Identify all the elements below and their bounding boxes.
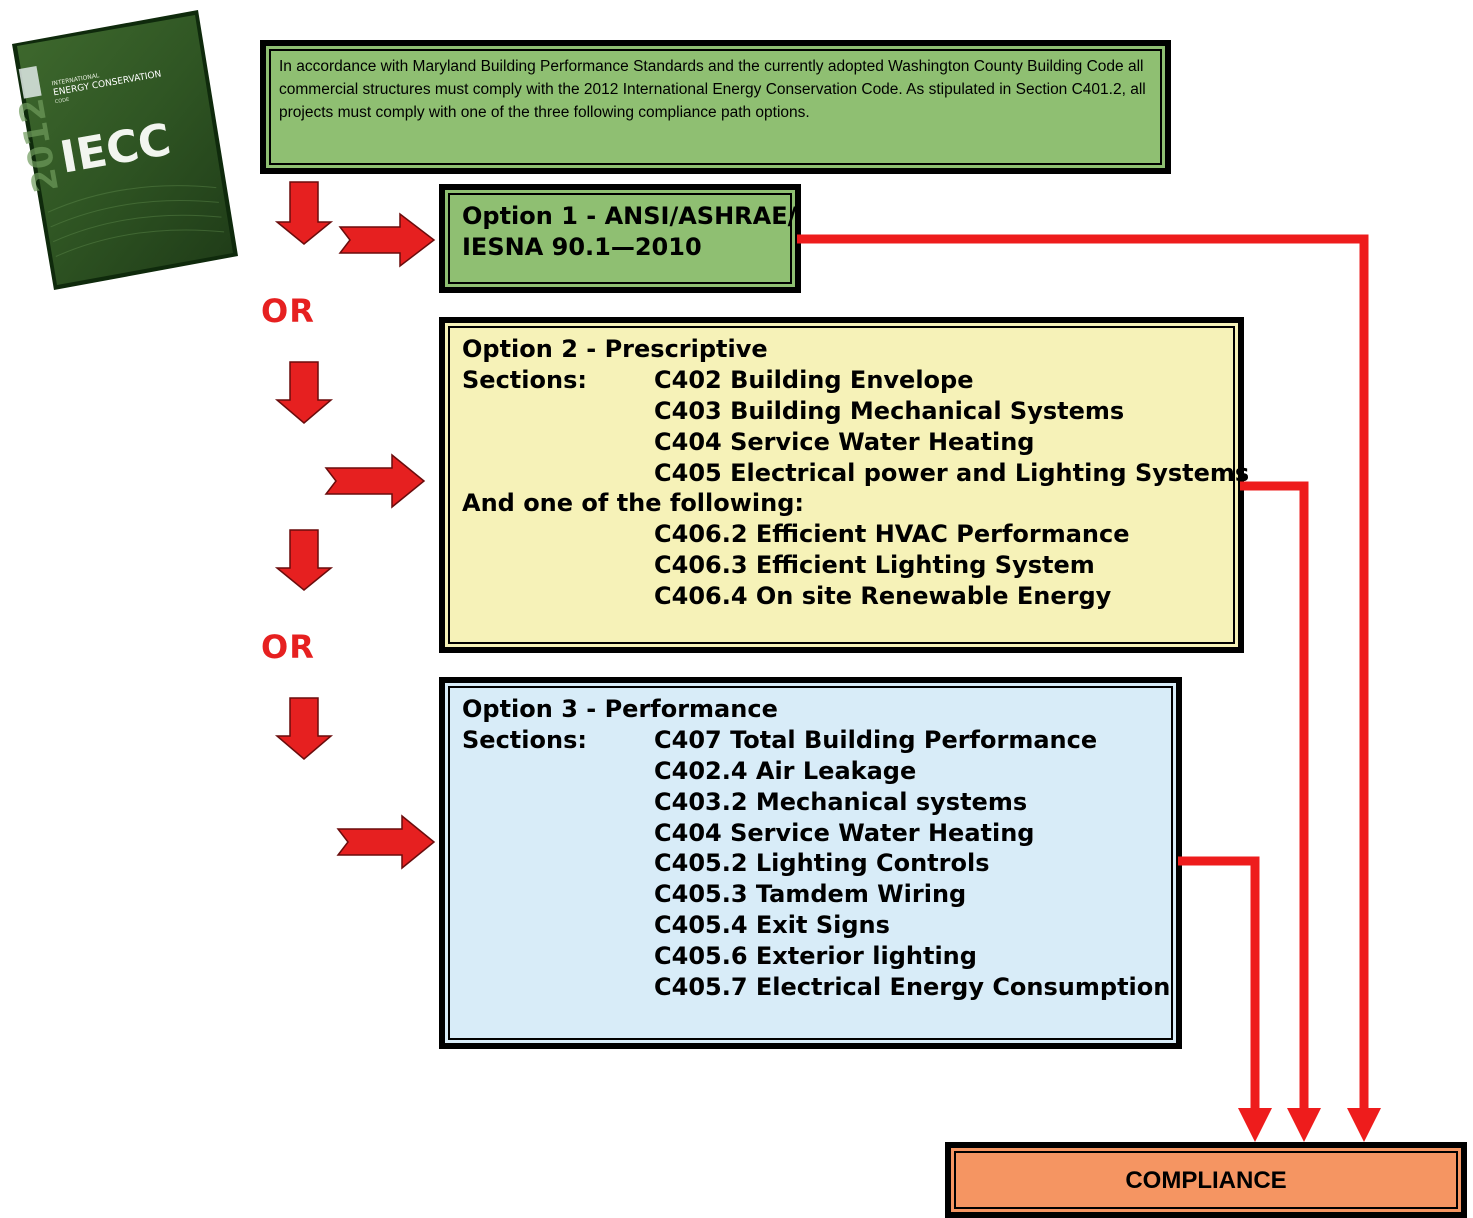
option3-title: Option 3 - Performance xyxy=(462,695,778,723)
right-arrow-icon xyxy=(338,212,436,268)
compliance-label: COMPLIANCE xyxy=(1125,1167,1287,1194)
iecc-2012-book-cover-image: INTERNATIONAL ENERGY CONSERVATION CODE 2… xyxy=(11,10,238,290)
intro-box: In accordance with Maryland Building Per… xyxy=(260,40,1171,174)
option3-box: Option 3 - Performance Sections: C407 Tot… xyxy=(439,677,1182,1049)
option3-section-item: C404 Service Water Heating xyxy=(654,818,1035,847)
option3-section-item: C403.2 Mechanical systems xyxy=(654,787,1028,816)
option2-to-compliance-connector xyxy=(1240,481,1309,1112)
option2-section-item: C402 Building Envelope xyxy=(654,365,974,394)
option3-to-compliance-connector xyxy=(1178,856,1260,1112)
option3-section-item: C405.6 Exterior lighting xyxy=(654,942,977,971)
option3-section-item: C402.4 Air Leakage xyxy=(654,756,917,785)
option1-line-2: IESNA 90.1—2010 xyxy=(462,232,702,261)
intro-text: In accordance with Maryland Building Per… xyxy=(279,58,1146,121)
connector-arrowhead-icon xyxy=(1238,1108,1272,1142)
connector-arrowhead-icon xyxy=(1347,1108,1381,1142)
connector-arrowhead-icon xyxy=(1287,1108,1321,1142)
compliance-box: COMPLIANCE xyxy=(945,1142,1467,1218)
right-arrow-icon xyxy=(324,453,426,509)
option3-section-item: C405.2 Lighting Controls xyxy=(654,849,990,878)
or-label-2: OR xyxy=(261,628,315,666)
option2-additional-item: C406.2 Efficient HVAC Performance xyxy=(654,520,1130,549)
option1-box: Option 1 - ANSI/ASHRAE/ IESNA 90.1—2010 xyxy=(439,184,801,293)
option3-section-item: C405.3 Tamdem Wiring xyxy=(654,880,967,909)
down-arrow-icon xyxy=(274,697,334,760)
right-arrow-icon xyxy=(336,814,436,870)
down-arrow-icon xyxy=(274,361,334,424)
down-arrow-icon xyxy=(274,529,334,591)
option3-section-item: C405.4 Exit Signs xyxy=(654,911,890,940)
option3-section-item: C407 Total Building Performance xyxy=(654,725,1098,754)
option3-section-item: C405.7 Electrical Energy Consumption xyxy=(654,973,1171,1002)
option2-section-item: C404 Service Water Heating xyxy=(654,427,1035,456)
option2-section-item: C403 Building Mechanical Systems xyxy=(654,396,1125,425)
book-subtitle-text: CODE xyxy=(54,97,69,105)
option2-sections-label: Sections: xyxy=(462,365,587,394)
option2-additional-item: C406.4 On site Renewable Energy xyxy=(654,582,1112,611)
option2-title: Option 2 - Prescriptive xyxy=(462,335,768,363)
option2-box: Option 2 - Prescriptive Sections: C402 Bu… xyxy=(439,317,1249,653)
down-arrow-icon xyxy=(274,181,334,245)
or-label-1: OR xyxy=(261,292,315,330)
option1-line-1: Option 1 - ANSI/ASHRAE/ xyxy=(462,202,797,230)
option3-sections-label: Sections: xyxy=(462,725,587,754)
option2-additional-item: C406.3 Efficient Lighting System xyxy=(654,551,1095,580)
option2-section-item: C405 Electrical power and Lighting Syste… xyxy=(654,458,1250,487)
option2-additional-label: And one of the following: xyxy=(462,489,805,518)
